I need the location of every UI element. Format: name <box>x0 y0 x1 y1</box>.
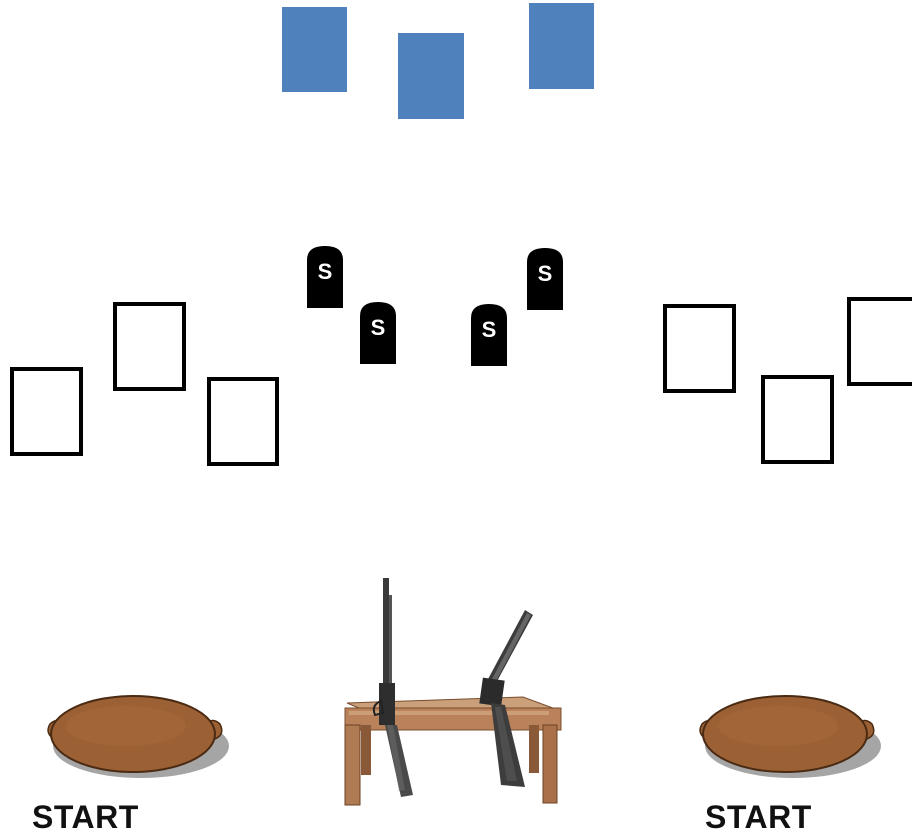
paper-target-right-3 <box>847 297 912 386</box>
steel-target-2: S <box>360 302 396 364</box>
no-shoot-target-1 <box>282 7 347 92</box>
gun-table-scene <box>344 578 562 806</box>
steel-target-label: S <box>538 261 553 286</box>
table-icon <box>344 696 562 806</box>
barrel-icon <box>699 695 881 778</box>
steel-target-label: S <box>318 259 333 284</box>
steel-target-1: S <box>307 246 343 308</box>
paper-target-left-1 <box>10 367 83 456</box>
paper-target-left-2 <box>113 302 186 391</box>
steel-target-4: S <box>527 248 563 310</box>
rifle-icon <box>372 578 413 797</box>
paper-target-right-1 <box>663 304 736 393</box>
no-shoot-target-2 <box>398 33 464 119</box>
start-position-label-left: START <box>32 799 139 835</box>
paper-target-right-2 <box>761 375 834 464</box>
barrel-icon <box>47 695 229 778</box>
paper-target-left-3 <box>207 377 279 466</box>
start-position-label-right: START <box>705 799 812 835</box>
steel-target-label: S <box>371 315 386 340</box>
shotgun-icon <box>479 610 533 787</box>
steel-target-label: S <box>482 317 497 342</box>
no-shoot-target-3 <box>529 3 594 89</box>
steel-target-3: S <box>471 304 507 366</box>
